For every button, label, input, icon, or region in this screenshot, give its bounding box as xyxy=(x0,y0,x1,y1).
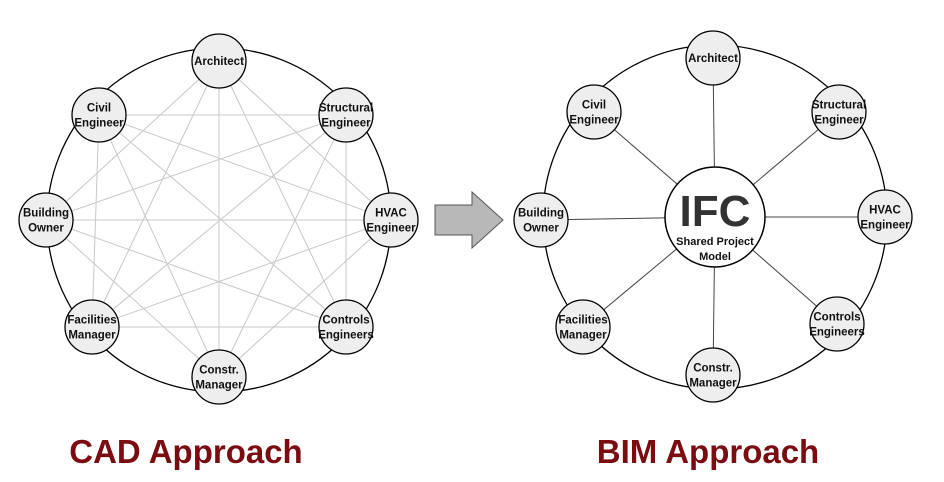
cad-node-hvac: HVAC Engineer xyxy=(363,192,419,248)
ifc-hub: IFC Shared Project Model xyxy=(664,166,766,268)
cad-node-label: Architect xyxy=(194,56,244,68)
cad-node-label: Civil xyxy=(87,103,111,115)
cad-node-label: Constr. xyxy=(199,365,239,377)
bim-node-label: Engineer xyxy=(569,115,619,127)
cad-node-circle xyxy=(318,87,374,143)
cad-mesh-line xyxy=(218,60,347,328)
cad-mesh-line xyxy=(45,60,220,221)
bim-node-constr: Constr. Manager xyxy=(685,347,741,403)
bim-node-label: Owner xyxy=(523,223,559,235)
ifc-hub-subtitle-line-2: Model xyxy=(699,251,731,263)
cad-mesh-line xyxy=(91,60,220,328)
cad-node-circle xyxy=(191,349,247,405)
cad-mesh-line xyxy=(98,114,347,328)
bim-node-hvac: HVAC Engineer xyxy=(857,189,913,245)
cad-node-constr: Constr. Manager xyxy=(191,349,247,405)
bim-node-circle xyxy=(811,84,867,140)
cad-mesh-lines xyxy=(45,60,392,378)
bim-node-label: Constr. xyxy=(693,363,733,375)
ifc-hub-subtitle-line-1: Shared Project xyxy=(676,236,754,248)
cad-node-label: Engineer xyxy=(74,118,124,130)
bim-node-label: Facilities xyxy=(558,315,607,327)
bim-node-label: Engineer xyxy=(860,220,910,232)
cad-mesh-line xyxy=(218,114,347,378)
bim-node-label: Structural xyxy=(812,100,866,112)
cad-diagram: ArchitectStructuralEngineerHVACEngineerC… xyxy=(18,33,419,405)
cad-node-circle xyxy=(318,299,374,355)
cad-node-label: Manager xyxy=(68,330,116,342)
cad-mesh-line xyxy=(98,114,220,378)
bim-node-label: Engineers xyxy=(809,327,865,339)
cad-node-circle xyxy=(64,299,120,355)
cad-mesh-line xyxy=(45,219,347,328)
cad-node-label: Owner xyxy=(28,223,64,235)
cad-nodes: ArchitectStructuralEngineerHVACEngineerC… xyxy=(18,33,419,405)
cad-node-circle xyxy=(71,87,127,143)
bim-node-circle xyxy=(566,84,622,140)
ifc-hub-title: IFC xyxy=(680,187,751,236)
bim-node-circle xyxy=(809,296,865,352)
cad-mesh-line xyxy=(218,219,392,378)
ifc-hub-circle xyxy=(664,166,766,268)
cad-mesh-line xyxy=(91,114,347,328)
cad-node-label: Manager xyxy=(195,380,243,392)
cad-caption: CAD Approach xyxy=(69,433,302,470)
cad-node-label: Engineers xyxy=(318,330,374,342)
bim-node-label: Manager xyxy=(689,378,737,390)
cad-node-label: Engineer xyxy=(366,223,416,235)
cad-node-label: Controls xyxy=(322,315,369,327)
cad-node-label: Engineer xyxy=(321,118,371,130)
cad-node-circle xyxy=(191,33,247,89)
bim-node-label: Building xyxy=(518,208,564,220)
bim-caption: BIM Approach xyxy=(597,433,819,470)
bim-diagram: IFC Shared Project Model ArchitectStruct… xyxy=(513,30,913,403)
cad-node-circle xyxy=(18,192,74,248)
cad-mesh-line xyxy=(98,114,392,221)
bim-node-circle xyxy=(857,189,913,245)
bim-node-label: Engineer xyxy=(814,115,864,127)
cad-node-label: Structural xyxy=(319,103,373,115)
cad-mesh-line xyxy=(45,219,220,378)
bim-node-circle xyxy=(685,30,741,86)
bim-node-label: Manager xyxy=(559,330,607,342)
transition-arrow-icon xyxy=(434,190,504,250)
bim-node-architect: Architect xyxy=(685,30,741,86)
cad-mesh-line xyxy=(218,60,392,221)
cad-node-label: Facilities xyxy=(67,315,116,327)
bim-node-label: HVAC xyxy=(869,205,901,217)
cad-node-architect: Architect xyxy=(191,33,247,89)
cad-node-circle xyxy=(363,192,419,248)
bim-node-label: Controls xyxy=(813,312,860,324)
cad-mesh-line xyxy=(91,219,392,328)
bim-nodes: ArchitectStructuralEngineerHVACEngineerC… xyxy=(513,30,913,403)
bim-node-label: Architect xyxy=(688,53,738,65)
cad-mesh-line xyxy=(91,114,100,328)
bim-node-circle xyxy=(685,347,741,403)
cad-node-label: HVAC xyxy=(375,208,407,220)
bim-node-label: Civil xyxy=(582,100,606,112)
bim-node-circle xyxy=(555,299,611,355)
bim-node-circle xyxy=(513,192,569,248)
cad-node-label: Building xyxy=(23,208,69,220)
